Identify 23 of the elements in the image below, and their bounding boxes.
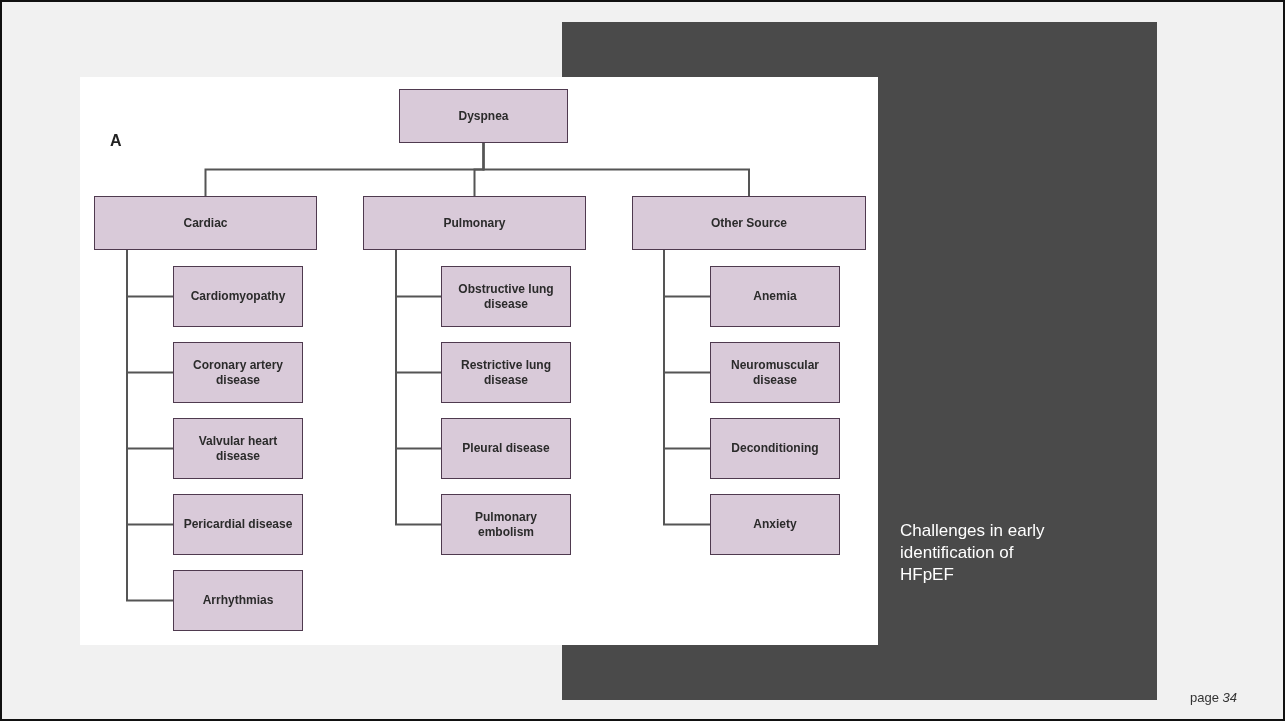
cause-box: Obstructive lung disease (441, 266, 571, 327)
connector-line (663, 249, 711, 526)
connector-line (395, 249, 442, 526)
connector-line (482, 142, 750, 197)
page-number: page 34 (1190, 690, 1238, 705)
cause-box: Pericardial disease (173, 494, 303, 555)
cause-box: Neuromuscular disease (710, 342, 840, 403)
category-box: Cardiac (94, 196, 317, 250)
slide-text: Challenges in early identification of HFpEF (900, 520, 1046, 587)
cause-box: Coronary artery disease (173, 342, 303, 403)
cause-box: Valvular heart disease (173, 418, 303, 479)
cause-box: Arrhythmias (173, 570, 303, 631)
cause-box: Cardiomyopathy (173, 266, 303, 327)
cause-box: Anxiety (710, 494, 840, 555)
panel-letter: A (110, 132, 123, 150)
cause-box: Pulmonary embolism (441, 494, 571, 555)
root-box: Dyspnea (399, 89, 568, 143)
cause-box: Deconditioning (710, 418, 840, 479)
cause-box: Anemia (710, 266, 840, 327)
cause-box: Restrictive lung disease (441, 342, 571, 403)
category-box: Other Source (632, 196, 866, 250)
category-box: Pulmonary (363, 196, 586, 250)
cause-box: Pleural disease (441, 418, 571, 479)
